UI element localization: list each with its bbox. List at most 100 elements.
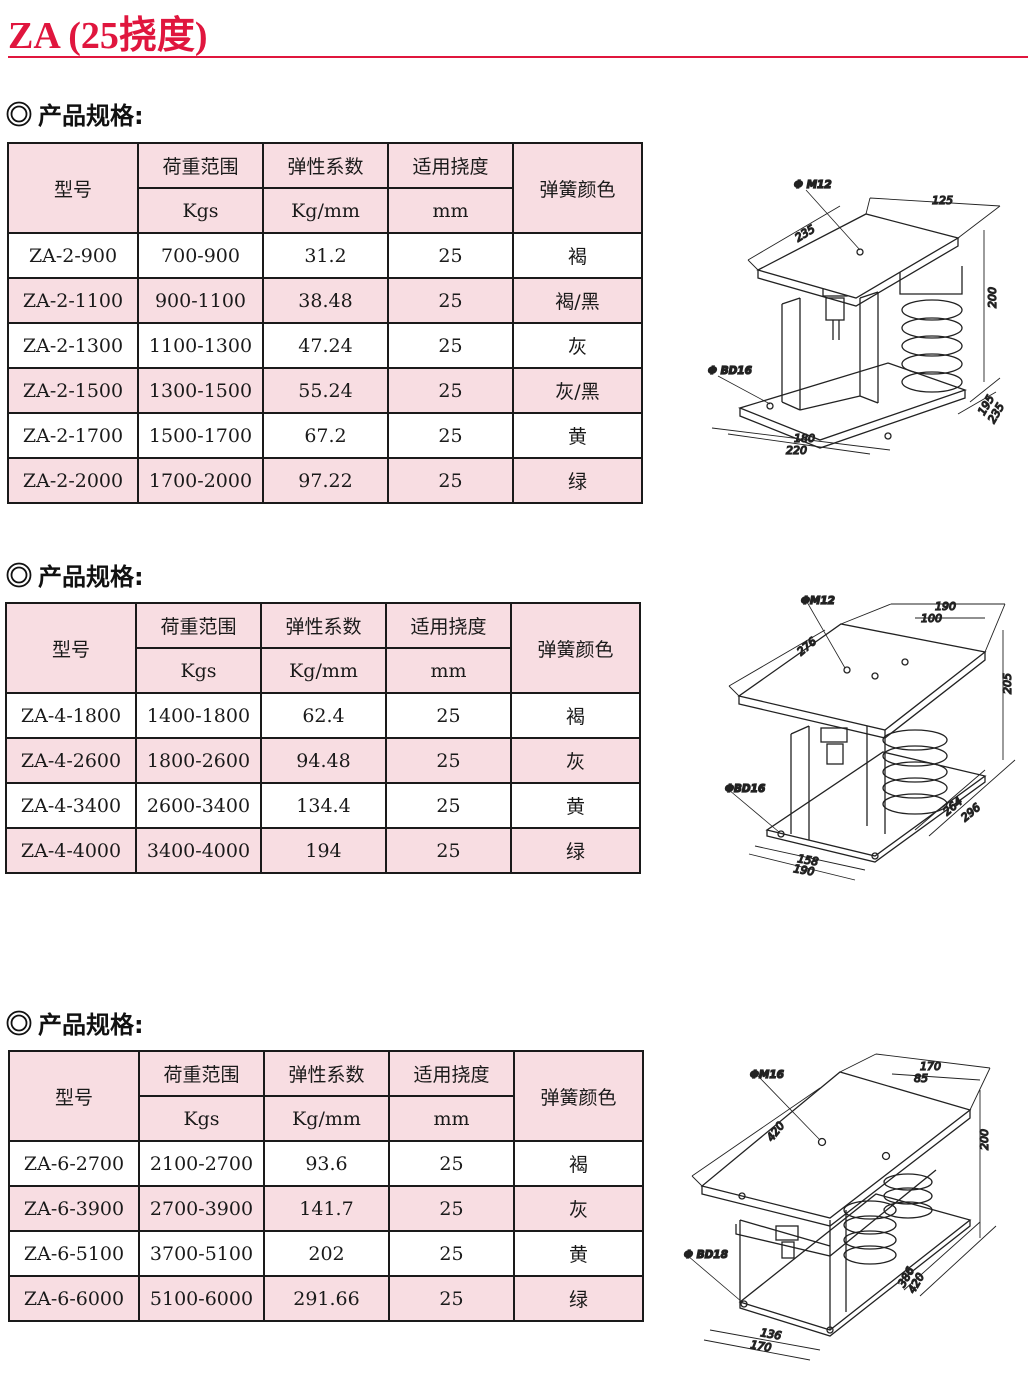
cell-deflection: 25: [385, 827, 512, 874]
header-model: 型号: [5, 602, 137, 694]
spec-table-1: 型号 荷重范围 弹性系数 适用挠度 弹簧颜色 Kgs Kg/mm mm ZA-2…: [7, 142, 643, 504]
cell-model: ZA-2-1300: [7, 322, 139, 369]
table-row: ZA-2-1500 1300-1500 55.24 25 灰/黑: [7, 367, 643, 414]
section-heading-label: 产品规格:: [38, 102, 144, 130]
cell-load: 2600-3400: [135, 782, 262, 829]
section-heading-2: 产品规格:: [6, 557, 144, 592]
cell-load: 1500-1700: [137, 412, 264, 459]
cell-deflection: 25: [388, 1275, 515, 1322]
section-heading-3: 产品规格:: [6, 1005, 144, 1040]
cell-spring-color: 黄: [510, 782, 641, 829]
cell-stiffness: 194: [260, 827, 387, 874]
cell-load: 1800-2600: [135, 737, 262, 784]
cell-spring-color: 灰: [513, 1185, 644, 1232]
cell-model: ZA-6-3900: [8, 1185, 140, 1232]
cell-spring-color: 褐: [510, 692, 641, 739]
cell-deflection: 25: [388, 1140, 515, 1187]
cell-stiffness: 141.7: [263, 1185, 390, 1232]
cell-model: ZA-6-6000: [8, 1275, 140, 1322]
base-outer-label: 170: [749, 1338, 772, 1354]
header-stiffness-unit: Kg/mm: [260, 647, 387, 694]
hole-size-label: Φ BD18: [684, 1249, 728, 1261]
header-stiffness: 弹性系数: [263, 1050, 390, 1097]
cell-spring-color: 黄: [513, 1230, 644, 1277]
cell-deflection: 25: [388, 1230, 515, 1277]
section-heading-label: 产品规格:: [38, 563, 144, 591]
cell-load: 1400-1800: [135, 692, 262, 739]
mount-drawing-3: ΦM16 170 85 420 200 Φ BD18 136 170 386 4…: [680, 1050, 1010, 1365]
header-spring-color: 弹簧颜色: [513, 1050, 644, 1142]
table-row: ZA-4-4000 3400-4000 194 25 绿: [5, 827, 641, 874]
top-width-label: 190: [935, 600, 956, 613]
cell-stiffness: 38.48: [262, 277, 389, 324]
table-row: ZA-4-3400 2600-3400 134.4 25 黄: [5, 782, 641, 829]
table-row: ZA-2-900 700-900 31.2 25 褐: [7, 232, 643, 279]
cell-deflection: 25: [387, 277, 514, 324]
cell-load: 5100-6000: [138, 1275, 265, 1322]
cell-load: 3400-4000: [135, 827, 262, 874]
top-inner-label: 85: [914, 1072, 928, 1085]
table-row: ZA-4-2600 1800-2600 94.48 25 灰: [5, 737, 641, 784]
header-deflection: 适用挠度: [385, 602, 512, 649]
cell-spring-color: 灰: [510, 737, 641, 784]
double-circle-icon: [6, 1010, 32, 1036]
base-outer-label: 190: [792, 862, 815, 878]
section-heading-label: 产品规格:: [38, 1011, 144, 1039]
header-load-unit: Kgs: [137, 187, 264, 234]
cell-stiffness: 97.22: [262, 457, 389, 504]
hole-size-label: ΦBD16: [725, 783, 765, 795]
header-stiffness-unit: Kg/mm: [263, 1095, 390, 1142]
cell-stiffness: 55.24: [262, 367, 389, 414]
cell-deflection: 25: [387, 412, 514, 459]
cell-stiffness: 94.48: [260, 737, 387, 784]
base-outer-label: 220: [786, 444, 807, 457]
cell-stiffness: 31.2: [262, 232, 389, 279]
cell-spring-color: 灰: [512, 322, 643, 369]
cell-model: ZA-2-900: [7, 232, 139, 279]
base-inner-label: 158: [796, 852, 819, 868]
height-label: 205: [1001, 673, 1014, 694]
cell-load: 900-1100: [137, 277, 264, 324]
height-label: 200: [986, 287, 999, 308]
cell-spring-color: 黄: [512, 412, 643, 459]
table-row: ZA-2-2000 1700-2000 97.22 25 绿: [7, 457, 643, 504]
table-row: ZA-6-3900 2700-3900 141.7 25 灰: [8, 1185, 644, 1232]
table-row: ZA-6-2700 2100-2700 93.6 25 褐: [8, 1140, 644, 1187]
cell-spring-color: 灰/黑: [512, 367, 643, 414]
cell-deflection: 25: [385, 737, 512, 784]
header-spring-color: 弹簧颜色: [512, 142, 643, 234]
cell-model: ZA-6-5100: [8, 1230, 140, 1277]
cell-deflection: 25: [387, 367, 514, 414]
header-model: 型号: [8, 1050, 140, 1142]
header-load-unit: Kgs: [135, 647, 262, 694]
base-inner-label: 136: [759, 1326, 782, 1342]
cell-deflection: 25: [385, 782, 512, 829]
bolt-size-label: ΦM12: [801, 595, 835, 607]
top-inner-label: 100: [921, 612, 942, 625]
cell-spring-color: 绿: [510, 827, 641, 874]
table-row: ZA-2-1300 1100-1300 47.24 25 灰: [7, 322, 643, 369]
cell-model: ZA-2-1500: [7, 367, 139, 414]
cell-stiffness: 67.2: [262, 412, 389, 459]
section-heading-1: 产品规格:: [6, 96, 144, 131]
cell-load: 3700-5100: [138, 1230, 265, 1277]
cell-deflection: 25: [387, 322, 514, 369]
top-width-label: 170: [920, 1060, 941, 1073]
cell-stiffness: 202: [263, 1230, 390, 1277]
cell-spring-color: 褐: [513, 1140, 644, 1187]
header-load-range: 荷重范围: [137, 142, 264, 189]
spec-table-2: 型号 荷重范围 弹性系数 适用挠度 弹簧颜色 Kgs Kg/mm mm ZA-4…: [5, 602, 641, 874]
header-deflection-unit: mm: [388, 1095, 515, 1142]
cell-model: ZA-6-2700: [8, 1140, 140, 1187]
cell-deflection: 25: [388, 1185, 515, 1232]
cell-load: 1700-2000: [137, 457, 264, 504]
height-label: 200: [978, 1129, 991, 1150]
double-circle-icon: [6, 562, 32, 588]
cell-stiffness: 134.4: [260, 782, 387, 829]
cell-deflection: 25: [387, 457, 514, 504]
cell-spring-color: 褐: [512, 232, 643, 279]
header-deflection-unit: mm: [387, 187, 514, 234]
header-deflection: 适用挠度: [388, 1050, 515, 1097]
mount-drawing-1: Φ M12 125 235 200 Φ BD16 180 220 195 235: [700, 170, 1020, 470]
cell-model: ZA-4-3400: [5, 782, 137, 829]
